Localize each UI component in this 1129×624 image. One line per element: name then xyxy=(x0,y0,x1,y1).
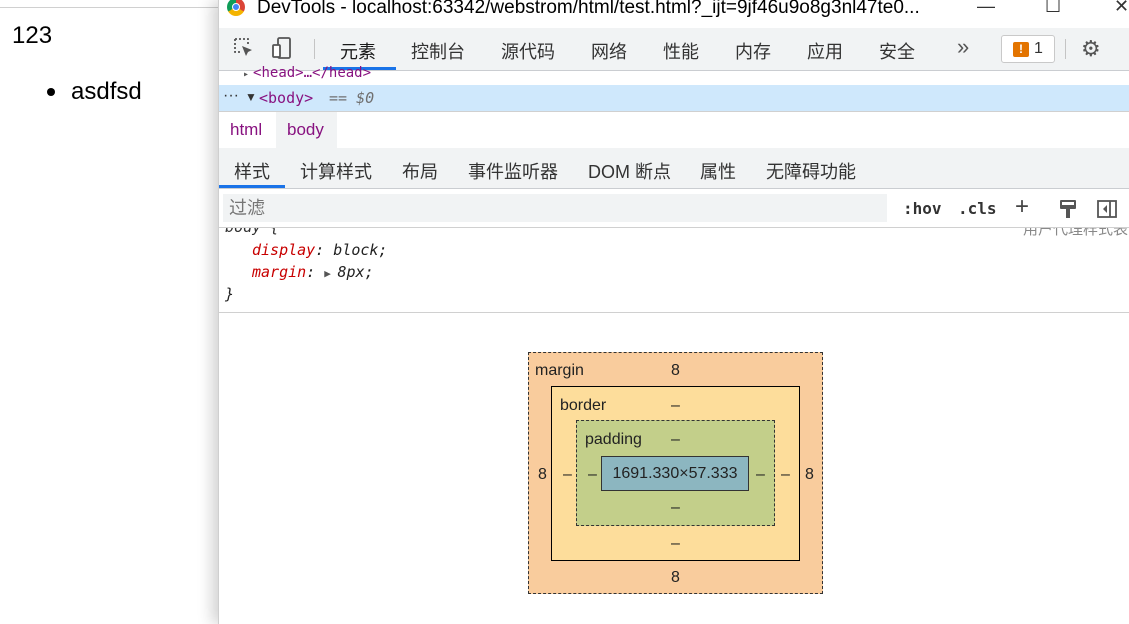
border-top-value[interactable]: – xyxy=(671,397,680,414)
rule-source: 用户代理样式表 xyxy=(1022,228,1128,238)
border-label: border xyxy=(560,397,607,414)
window-title: DevTools - localhost:63342/webstrom/html… xyxy=(257,0,920,18)
toolbar-separator xyxy=(314,39,315,59)
minimize-button[interactable]: — xyxy=(977,0,995,16)
padding-bottom-value[interactable]: – xyxy=(671,499,680,516)
breadcrumb-html[interactable]: html xyxy=(230,120,263,139)
maximize-button[interactable]: ☐ xyxy=(1045,0,1062,16)
settings-gear-icon[interactable]: ⚙ xyxy=(1081,36,1101,61)
tab-memory[interactable]: 内存 xyxy=(735,42,771,62)
margin-left-value[interactable]: 8 xyxy=(538,466,547,483)
content-size: 1691.330×57.333 xyxy=(612,464,738,482)
rule-selector[interactable]: body { xyxy=(225,228,279,236)
chrome-logo-icon xyxy=(227,0,245,16)
more-tabs-icon[interactable]: » xyxy=(957,34,970,59)
device-toolbar-icon[interactable] xyxy=(270,36,294,60)
filter-bar: :hov .cls + xyxy=(219,189,1129,228)
page-heading: 123 xyxy=(12,22,53,49)
filter-input[interactable] xyxy=(223,194,887,222)
tab-event-listeners[interactable]: 事件监听器 xyxy=(468,162,558,182)
tab-network[interactable]: 网络 xyxy=(591,42,627,62)
page-list-item-text: asdfsd xyxy=(71,78,142,105)
styles-subtabs: 样式 计算样式 布局 事件监听器 DOM 断点 属性 无障碍功能 xyxy=(219,148,1129,189)
collapse-triangle-icon[interactable]: ▼ xyxy=(245,90,257,104)
margin-bottom-value[interactable]: 8 xyxy=(671,569,680,586)
page-list-item: asdfsd xyxy=(47,78,142,106)
breadcrumb: html body xyxy=(219,111,1129,149)
new-rule-button[interactable]: + xyxy=(1015,193,1030,220)
dom-tree: ▸<head>…</head> ··· ▼ <body> == $0 xyxy=(219,65,1129,111)
tab-layout[interactable]: 布局 xyxy=(402,162,438,182)
padding-left-value[interactable]: – xyxy=(588,466,597,483)
devtools-window: DevTools - localhost:63342/webstrom/html… xyxy=(218,0,1129,624)
border-left-value[interactable]: – xyxy=(563,466,572,483)
padding-label: padding xyxy=(585,431,642,448)
inspect-element-icon[interactable] xyxy=(232,36,256,60)
tab-accessibility[interactable]: 无障碍功能 xyxy=(766,162,856,182)
title-bar: DevTools - localhost:63342/webstrom/html… xyxy=(219,0,1129,28)
breadcrumb-body[interactable]: body xyxy=(287,120,324,139)
box-model-content[interactable]: 1691.330×57.333 xyxy=(601,456,749,491)
padding-top-value[interactable]: – xyxy=(671,431,680,448)
margin-top-value[interactable]: 8 xyxy=(671,362,680,379)
expand-triangle-icon[interactable]: ▶ xyxy=(324,267,338,280)
active-tab-indicator xyxy=(323,67,396,70)
breadcrumb-active-bg xyxy=(276,112,337,148)
more-actions-icon[interactable]: ··· xyxy=(223,87,239,104)
tab-dom-breakpoints[interactable]: DOM 断点 xyxy=(588,162,671,182)
tree-node-body-selected[interactable]: ··· ▼ <body> == $0 xyxy=(219,85,1129,111)
tab-console[interactable]: 控制台 xyxy=(411,42,465,62)
page-divider xyxy=(0,7,218,8)
toolbar-separator xyxy=(1065,39,1066,59)
border-right-value[interactable]: – xyxy=(781,466,790,483)
cls-toggle[interactable]: .cls xyxy=(958,199,997,218)
margin-label: margin xyxy=(535,362,584,379)
tab-performance[interactable]: 性能 xyxy=(663,42,699,62)
tab-security[interactable]: 安全 xyxy=(879,42,915,62)
paint-brush-icon[interactable] xyxy=(1057,198,1079,220)
hov-toggle[interactable]: :hov xyxy=(903,199,942,218)
style-rule: body { 用户代理样式表 display: block; margin: ▶… xyxy=(219,228,1129,313)
tab-elements[interactable]: 元素 xyxy=(340,42,376,62)
inspected-page: 123 asdfsd xyxy=(0,0,218,624)
issues-button[interactable]: ! 1 xyxy=(1001,35,1055,63)
tab-computed[interactable]: 计算样式 xyxy=(300,162,372,182)
border-bottom-value[interactable]: – xyxy=(671,535,680,552)
declaration-display[interactable]: display: block; xyxy=(252,241,388,259)
console-ref: == $0 xyxy=(329,89,375,107)
close-button[interactable]: ✕ xyxy=(1114,0,1129,16)
toggle-sidebar-icon[interactable] xyxy=(1096,198,1118,220)
issue-flag-icon: ! xyxy=(1013,41,1030,57)
tab-styles[interactable]: 样式 xyxy=(234,162,270,182)
main-toolbar: 元素 控制台 源代码 网络 性能 内存 应用 安全 » ! 1 ⚙ xyxy=(219,28,1129,71)
issues-count: 1 xyxy=(1034,40,1043,57)
declaration-margin[interactable]: margin: ▶ 8px; xyxy=(252,263,374,281)
expand-triangle-icon[interactable]: ▸ xyxy=(243,69,250,80)
body-tag: <body> xyxy=(259,89,314,107)
rule-close-brace: } xyxy=(225,285,235,303)
bullet-icon xyxy=(47,88,55,96)
tab-sources[interactable]: 源代码 xyxy=(501,42,555,62)
tab-application[interactable]: 应用 xyxy=(807,42,843,62)
tree-node-head[interactable]: ▸<head>…</head> xyxy=(243,65,372,81)
padding-right-value[interactable]: – xyxy=(756,466,765,483)
active-subtab-indicator xyxy=(219,185,285,188)
tab-properties[interactable]: 属性 xyxy=(700,162,736,182)
margin-right-value[interactable]: 8 xyxy=(805,466,814,483)
